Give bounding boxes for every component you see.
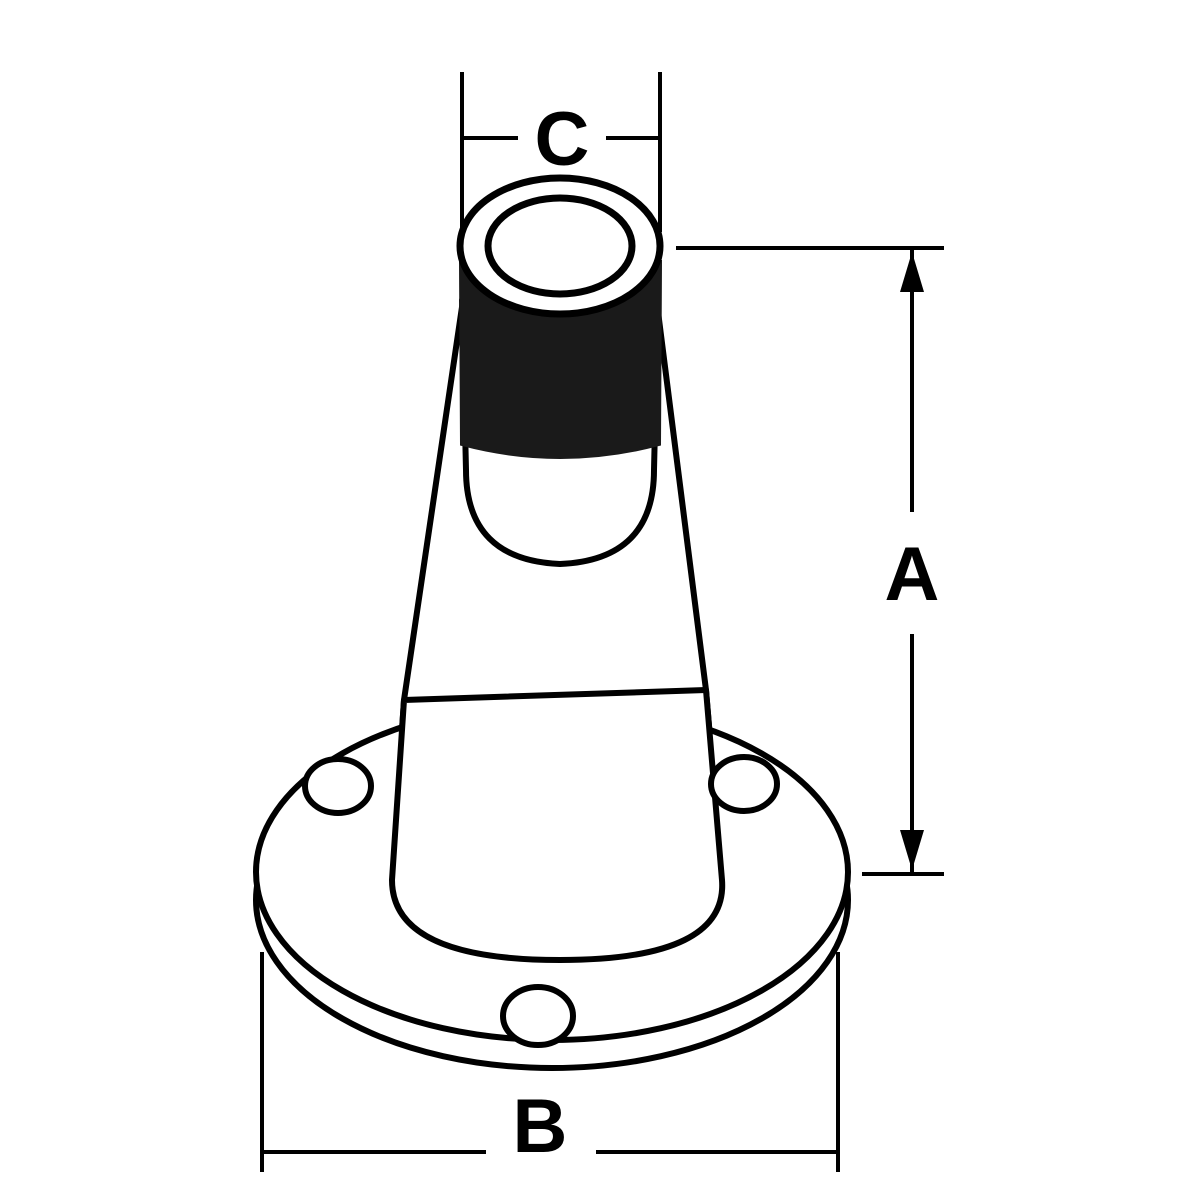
mounting-hole-front	[500, 984, 576, 1048]
tapered-body-foot	[389, 687, 726, 963]
tube-dark-band	[458, 260, 663, 459]
dimension-label-b-text: B	[513, 1084, 568, 1169]
mounting-hole-left	[302, 756, 374, 816]
dimension-a-arrow-top	[900, 252, 924, 292]
dimension-c-group: C	[460, 72, 662, 232]
dimension-b-group: B B	[260, 952, 840, 1172]
dimension-a-group: A	[676, 246, 944, 876]
tube-top-ellipse-inner	[484, 194, 636, 298]
dimension-a-arrow-bottom	[900, 830, 924, 870]
part-geometry	[253, 174, 851, 1071]
dimension-label-a: A	[885, 532, 940, 617]
dimension-label-c: C	[535, 97, 590, 182]
dimension-b-label-mask	[486, 1094, 596, 1166]
mounting-hole-right	[708, 754, 780, 814]
